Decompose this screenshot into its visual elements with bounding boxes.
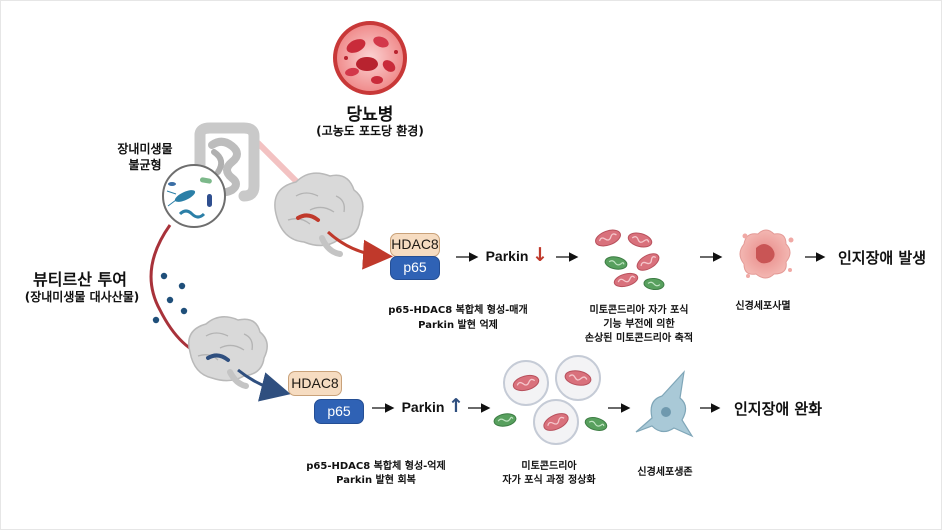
top-mito-desc-1: 미토콘드리아 자가 포식 bbox=[589, 305, 689, 316]
butyrate-title: 뷰티르산 투여 bbox=[33, 270, 127, 289]
bottom-parkin-up-icon: ↑ bbox=[448, 395, 464, 417]
bottom-mito-desc-1: 미토콘드리아 bbox=[521, 461, 577, 472]
top-parkin-label: Parkin bbox=[485, 248, 529, 264]
bottom-hdac8-box: HDAC8 bbox=[288, 371, 342, 396]
butyrate-subtitle: (장내미생물 대사산물) bbox=[24, 290, 140, 304]
neuron-icon bbox=[635, 370, 694, 438]
top-parkin-down-icon: ↓ bbox=[532, 244, 548, 266]
top-complex-desc-2: Parkin 발현 억제 bbox=[418, 320, 498, 331]
top-neuron-desc: 신경세포사멸 bbox=[735, 301, 791, 312]
butyrate-dots-icon bbox=[152, 272, 188, 324]
top-mito-desc-2: 기능 부전에 의한 bbox=[603, 319, 675, 330]
blood-cell-icon bbox=[333, 21, 407, 95]
intestine-icon bbox=[194, 122, 260, 202]
bottom-parkin-label: Parkin bbox=[401, 399, 445, 415]
dysbiosis-line1: 장내미생물 bbox=[117, 142, 173, 156]
dysbiosis-line2: 불균형 bbox=[128, 158, 162, 172]
top-hdac8-box: HDAC8 bbox=[390, 233, 440, 257]
bottom-neuron-desc: 신경세포생존 bbox=[637, 467, 693, 478]
bottom-complex-desc-2: Parkin 발현 회복 bbox=[336, 475, 416, 486]
diabetes-subtitle: (고농도 포도당 환경) bbox=[316, 124, 424, 138]
top-p65-box: p65 bbox=[390, 256, 440, 280]
mitochondria-icon bbox=[595, 229, 665, 291]
top-outcome: 인지장애 발생 bbox=[837, 249, 927, 267]
brain-icon bbox=[274, 172, 364, 257]
bottom-mito-desc-2: 자가 포식 과정 정상화 bbox=[502, 475, 596, 486]
top-mito-desc-3: 손상된 미토콘드리아 축적 bbox=[584, 333, 694, 344]
bottom-p65-box: p65 bbox=[314, 399, 364, 424]
bottom-outcome: 인지장애 완화 bbox=[733, 400, 823, 418]
brain-icon bbox=[188, 316, 268, 389]
bacteria-icon bbox=[162, 164, 226, 228]
apoptotic-cell-icon bbox=[739, 229, 794, 279]
bottom-brain-arrow bbox=[237, 368, 291, 402]
bottom-complex-desc-1: p65-HDAC8 복합체 형성-억제 bbox=[306, 461, 446, 472]
autophagosome-icon bbox=[493, 355, 608, 445]
top-brain-arrow bbox=[326, 230, 393, 270]
diabetes-title: 당뇨병 bbox=[346, 105, 394, 125]
top-complex-desc-1: p65-HDAC8 복합체 형성-매개 bbox=[388, 305, 528, 316]
